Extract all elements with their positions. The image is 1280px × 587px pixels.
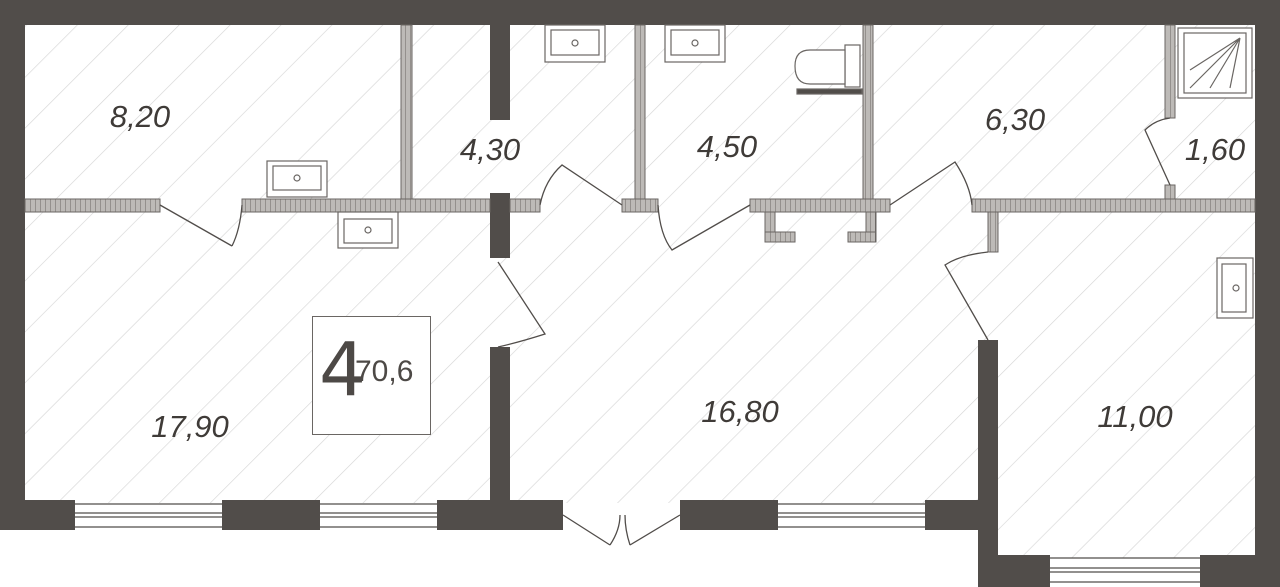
sink-icon (1216, 257, 1254, 319)
floor-hatch-annex (995, 500, 1255, 558)
sink-icon (664, 24, 726, 63)
windows (75, 503, 1200, 583)
room-area-label: 11,00 (1097, 399, 1173, 434)
room-area-label: 1,60 (1184, 132, 1246, 167)
doors (159, 117, 1171, 546)
room-area-label: 4,30 (459, 132, 521, 167)
apartment-badge: 4 70,6 (312, 316, 431, 435)
room-area-label: 17,90 (151, 409, 229, 444)
partitions (24, 24, 1256, 253)
room-area-label: 16,80 (701, 394, 779, 429)
sink-icon (337, 211, 399, 249)
room-area-label: 8,20 (109, 99, 171, 134)
sink-icon (266, 160, 328, 198)
room-area-label: 4,50 (696, 129, 758, 164)
apartment-number: 4 (319, 327, 367, 413)
fixtures (266, 24, 1254, 319)
total-area: 70,6 (355, 355, 414, 388)
room-area-label: 6,30 (984, 102, 1046, 137)
sink-icon (544, 24, 606, 63)
toilet-icon (794, 44, 863, 95)
shower-icon (1177, 27, 1253, 99)
